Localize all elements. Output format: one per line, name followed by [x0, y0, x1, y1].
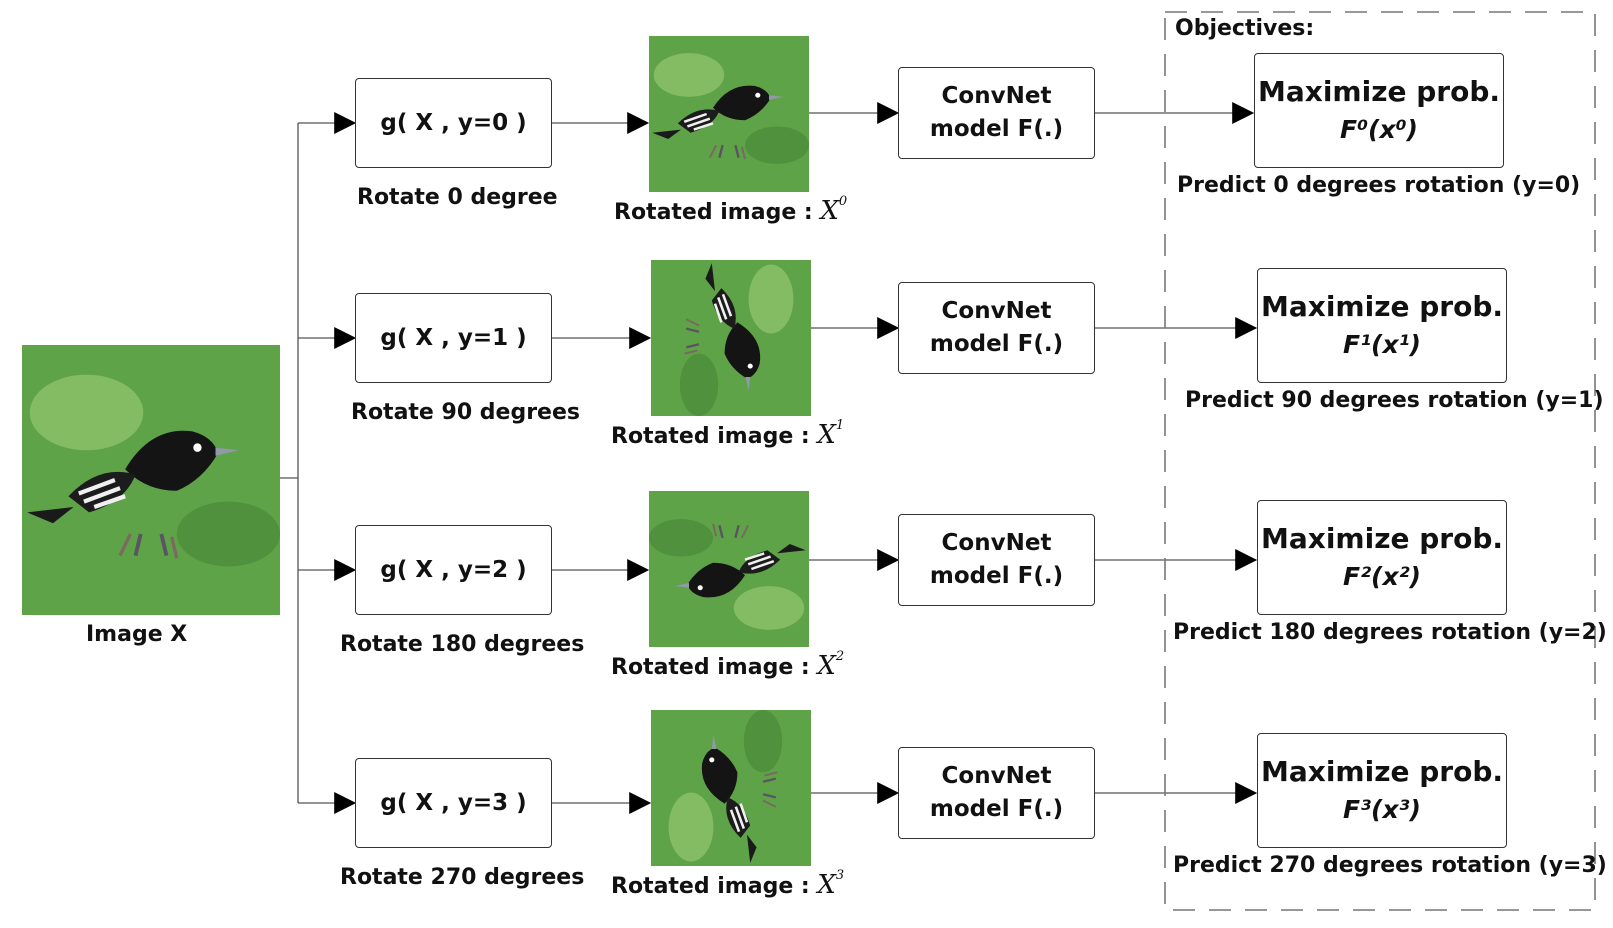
rotated-image [649, 36, 809, 192]
rotated-image-label: Rotated image : X1 [611, 418, 845, 450]
x-superscript: 3 [835, 868, 845, 884]
predict-label: Predict 0 degrees rotation (y=0) [1177, 173, 1581, 198]
rotated-image-label: Rotated image : X2 [611, 649, 845, 681]
objective-formula: F²(x²) [1343, 561, 1421, 591]
objective-box: Maximize prob. F²(x²) [1257, 500, 1507, 615]
objective-title: Maximize prob. [1261, 521, 1503, 555]
x-superscript: 1 [835, 418, 845, 434]
rotated-image-prefix: Rotated image : [611, 655, 810, 680]
convnet-line1: ConvNet [941, 530, 1052, 556]
convnet-line1: ConvNet [941, 83, 1052, 109]
transform-label: g( X , y=2 ) [380, 557, 527, 583]
objectives-title: Objectives: [1175, 16, 1315, 41]
objective-title: Maximize prob. [1261, 754, 1503, 788]
transform-label: g( X , y=0 ) [380, 110, 527, 136]
convnet-line2: model F(.) [929, 331, 1064, 357]
rotated-image-prefix: Rotated image : [611, 424, 810, 449]
rotated-image-symbol: X3 [817, 868, 845, 900]
x-superscript: 2 [835, 649, 845, 665]
rotate-label: Rotate 90 degrees [351, 400, 580, 425]
rotated-bird-photo [649, 491, 809, 647]
rotated-image-symbol: X1 [817, 418, 845, 450]
convnet-line2: model F(.) [929, 116, 1064, 142]
input-image [22, 345, 280, 615]
rotated-image-prefix: Rotated image : [614, 200, 813, 225]
objective-formula: F⁰(x⁰) [1340, 114, 1418, 144]
rotate-label: Rotate 0 degree [357, 185, 558, 210]
convnet-line2: model F(.) [929, 796, 1064, 822]
rotated-image [649, 491, 809, 647]
objective-box: Maximize prob. F¹(x¹) [1257, 268, 1507, 383]
objectives-dashed-frame [1164, 11, 1596, 911]
transform-label: g( X , y=1 ) [380, 325, 527, 351]
rotated-bird-photo [649, 36, 809, 192]
rotated-bird-photo [651, 710, 811, 866]
objective-box: Maximize prob. F³(x³) [1257, 733, 1507, 848]
objective-title: Maximize prob. [1258, 74, 1500, 108]
convnet-box: ConvNet model F(.) [898, 67, 1095, 159]
convnet-box: ConvNet model F(.) [898, 514, 1095, 606]
x-symbol: X [817, 651, 836, 681]
rotated-image [651, 710, 811, 866]
convnet-box: ConvNet model F(.) [898, 282, 1095, 374]
objective-box: Maximize prob. F⁰(x⁰) [1254, 53, 1504, 168]
x-symbol: X [820, 196, 839, 226]
transform-box: g( X , y=1 ) [355, 293, 552, 383]
objective-title: Maximize prob. [1261, 289, 1503, 323]
convnet-line2: model F(.) [929, 563, 1064, 589]
rotate-label: Rotate 180 degrees [340, 632, 585, 657]
convnet-box: ConvNet model F(.) [898, 747, 1095, 839]
rotated-image-label: Rotated image : X3 [611, 868, 845, 900]
predict-label: Predict 90 degrees rotation (y=1) [1185, 388, 1604, 413]
rotated-image-prefix: Rotated image : [611, 874, 810, 899]
x-superscript: 0 [838, 194, 848, 210]
x-symbol: X [817, 420, 836, 450]
rotate-label: Rotate 270 degrees [340, 865, 585, 890]
rotated-image-symbol: X0 [820, 194, 848, 226]
rotated-image-label: Rotated image : X0 [614, 194, 848, 226]
objective-formula: F³(x³) [1343, 794, 1421, 824]
predict-label: Predict 270 degrees rotation (y=3) [1173, 853, 1607, 878]
bird-photo [22, 345, 280, 615]
rotated-image-symbol: X2 [817, 649, 845, 681]
rotated-bird-photo [651, 260, 811, 416]
transform-label: g( X , y=3 ) [380, 790, 527, 816]
convnet-line1: ConvNet [941, 763, 1052, 789]
transform-box: g( X , y=0 ) [355, 78, 552, 168]
objective-formula: F¹(x¹) [1343, 329, 1421, 359]
convnet-line1: ConvNet [941, 298, 1052, 324]
rotated-image [651, 260, 811, 416]
transform-box: g( X , y=2 ) [355, 525, 552, 615]
x-symbol: X [817, 870, 836, 900]
transform-box: g( X , y=3 ) [355, 758, 552, 848]
predict-label: Predict 180 degrees rotation (y=2) [1173, 620, 1607, 645]
input-image-label: Image X [86, 622, 188, 647]
